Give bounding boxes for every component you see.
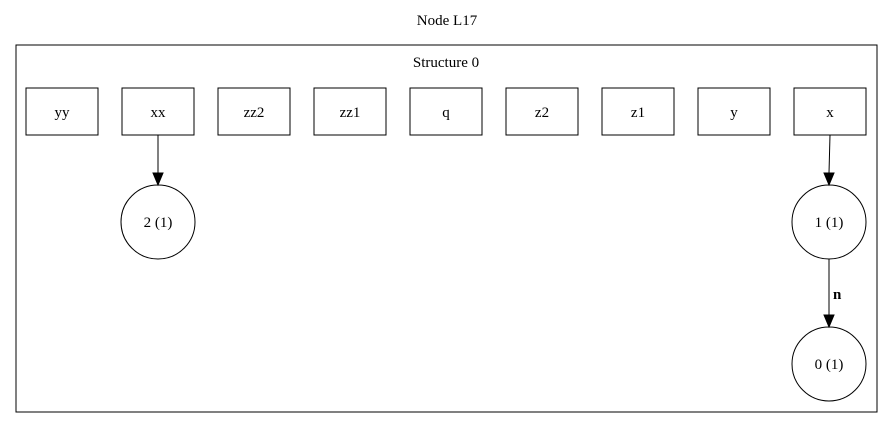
cluster-label: Structure 0 <box>413 55 479 71</box>
edge-label: n <box>833 287 842 303</box>
variable-q: q <box>409 87 483 136</box>
variable-label: z1 <box>631 105 645 121</box>
variable-label: z2 <box>535 105 549 121</box>
node-0: 0 (1) <box>791 326 867 402</box>
variable-label: xx <box>151 105 167 121</box>
edge-x-to-node-1 <box>823 134 835 187</box>
node-label: 1 (1) <box>815 215 844 231</box>
variable-zz2: zz2 <box>217 87 291 136</box>
variable-y: y <box>697 87 771 136</box>
variable-label: y <box>730 105 738 121</box>
edge-xx-to-node-2 <box>152 135 164 187</box>
variable-x: x <box>793 87 867 136</box>
variable-label: zz2 <box>244 105 265 121</box>
node-1: 1 (1) <box>791 184 867 260</box>
variable-yy: yy <box>25 87 99 136</box>
variable-label: zz1 <box>340 105 361 121</box>
variable-label: q <box>442 105 450 121</box>
variable-label: x <box>826 105 834 121</box>
variable-zz1: zz1 <box>313 87 387 136</box>
variable-label: yy <box>55 105 71 121</box>
node-label: 2 (1) <box>144 215 173 231</box>
variable-z1: z1 <box>601 87 675 136</box>
graph-title: Node L17 <box>417 13 478 29</box>
variable-z2: z2 <box>505 87 579 136</box>
edge-node-1-to-node-0: n <box>823 259 842 329</box>
node-label: 0 (1) <box>815 357 844 373</box>
node-2: 2 (1) <box>120 184 196 260</box>
cluster-structure-0 <box>15 44 878 413</box>
variable-xx: xx <box>121 87 195 136</box>
